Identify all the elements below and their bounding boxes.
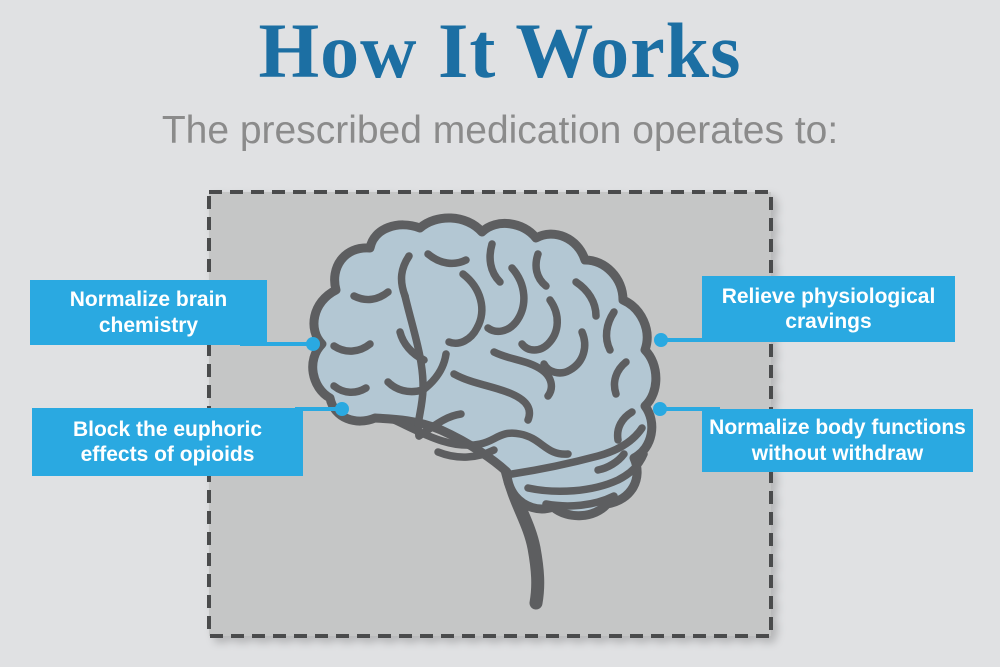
- brain-illustration: [308, 213, 661, 610]
- callout-label: Normalize brain chemistry: [69, 288, 228, 337]
- callout-block-euphoric-effects: Block the euphoric effects of opioids: [32, 408, 303, 476]
- callout-normalize-body-functions: Normalize body functions without withdra…: [702, 409, 973, 472]
- callout-label: Normalize body functions without withdra…: [709, 416, 966, 465]
- brain-gyri: [330, 240, 648, 510]
- callout-label: Block the euphoric effects of opioids: [72, 417, 263, 466]
- connector-line-bottom-left: [295, 407, 342, 411]
- page-subtitle: The prescribed medication operates to:: [161, 109, 839, 152]
- connector-dot-top-left: [306, 337, 320, 351]
- callout-normalize-brain-chemistry: Normalize brain chemistry: [30, 280, 267, 345]
- connector-dot-bottom-right: [653, 402, 667, 416]
- connector-dot-top-right: [654, 333, 668, 347]
- connector-line-top-left: [240, 342, 313, 346]
- callout-label: Relieve physiological cravings: [721, 284, 936, 333]
- connector-dot-bottom-left: [335, 402, 349, 416]
- connector-line-bottom-right: [660, 407, 720, 411]
- brain-outline: [308, 213, 661, 521]
- page-title: How It Works: [258, 7, 742, 94]
- connector-line-top-right: [661, 338, 721, 342]
- callout-relieve-physiological-cravings: Relieve physiological cravings: [702, 276, 955, 342]
